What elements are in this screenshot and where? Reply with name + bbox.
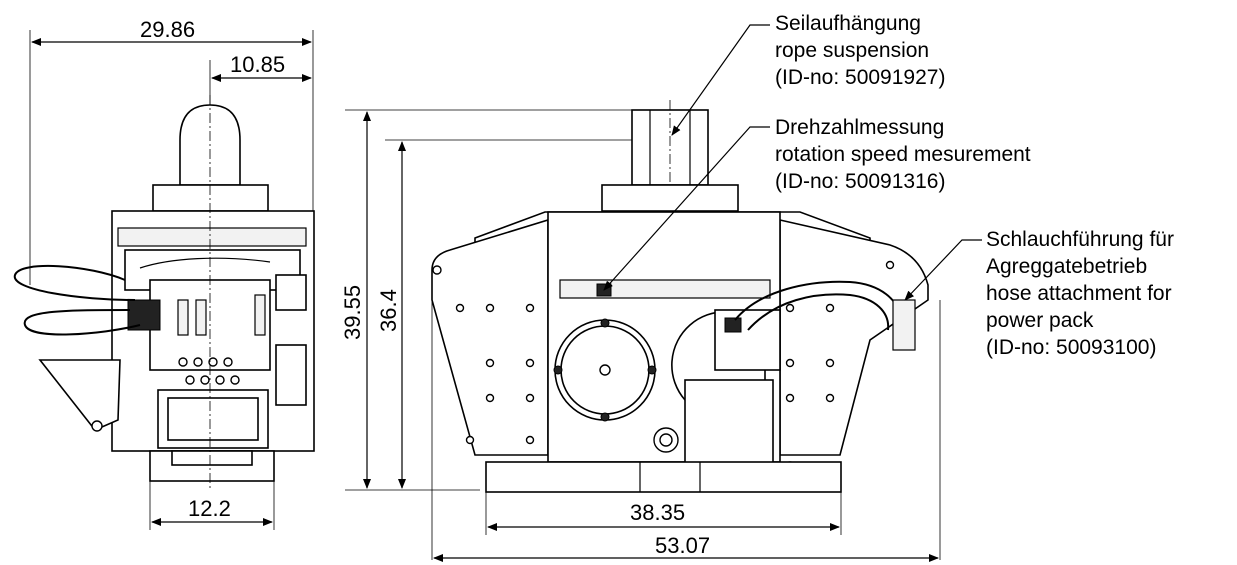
svg-text:(ID-no: 50091316): (ID-no: 50091316) xyxy=(775,170,945,193)
side-hole-pattern xyxy=(178,357,240,385)
svg-text:rope suspension: rope suspension xyxy=(775,39,929,62)
svg-text:rotation speed mesurement: rotation speed mesurement xyxy=(775,143,1031,166)
side-arm xyxy=(38,359,121,431)
label-front-overall-height: 39.55 xyxy=(340,285,365,340)
leader-rope-suspension xyxy=(671,24,770,136)
leader-rotation-sensor xyxy=(603,126,770,291)
svg-text:hose attachment for: hose attachment for xyxy=(986,282,1172,305)
svg-text:(ID-no: 50093100): (ID-no: 50093100) xyxy=(986,336,1156,359)
front-view xyxy=(345,24,982,562)
svg-text:Agreggatebetrieb: Agreggatebetrieb xyxy=(986,255,1147,278)
front-right-plate xyxy=(779,218,929,456)
front-base xyxy=(485,461,842,493)
side-hose xyxy=(13,264,136,301)
svg-text:power pack: power pack xyxy=(986,309,1094,332)
label-side-base-width: 12.2 xyxy=(188,496,231,521)
label-front-base-width: 38.35 xyxy=(630,500,685,525)
svg-text:Seilaufhängung: Seilaufhängung xyxy=(775,12,921,35)
side-view xyxy=(13,30,315,530)
svg-text:Drehzahlmessung: Drehzahlmessung xyxy=(775,116,944,139)
label-front-body-height: 36.4 xyxy=(376,289,401,332)
label-side-overall-width: 29.86 xyxy=(140,17,195,42)
callout-hose-attachment: Schlauchführung für Agreggatebetrieb hos… xyxy=(986,228,1174,359)
label-front-overall-width: 53.07 xyxy=(655,533,710,558)
front-left-plate xyxy=(431,218,549,456)
front-bolt-holes xyxy=(432,260,895,445)
svg-text:Schlauchführung für: Schlauchführung für xyxy=(986,228,1174,251)
svg-text:(ID-no: 50091927): (ID-no: 50091927) xyxy=(775,66,945,89)
callout-rotation-speed: Drehzahlmessung rotation speed mesuremen… xyxy=(775,116,1031,193)
leader-hose-attachment xyxy=(904,239,982,301)
callout-rope-suspension: Seilaufhängung rope suspension (ID-no: 5… xyxy=(775,12,945,89)
label-side-center-offset: 10.85 xyxy=(230,52,285,77)
